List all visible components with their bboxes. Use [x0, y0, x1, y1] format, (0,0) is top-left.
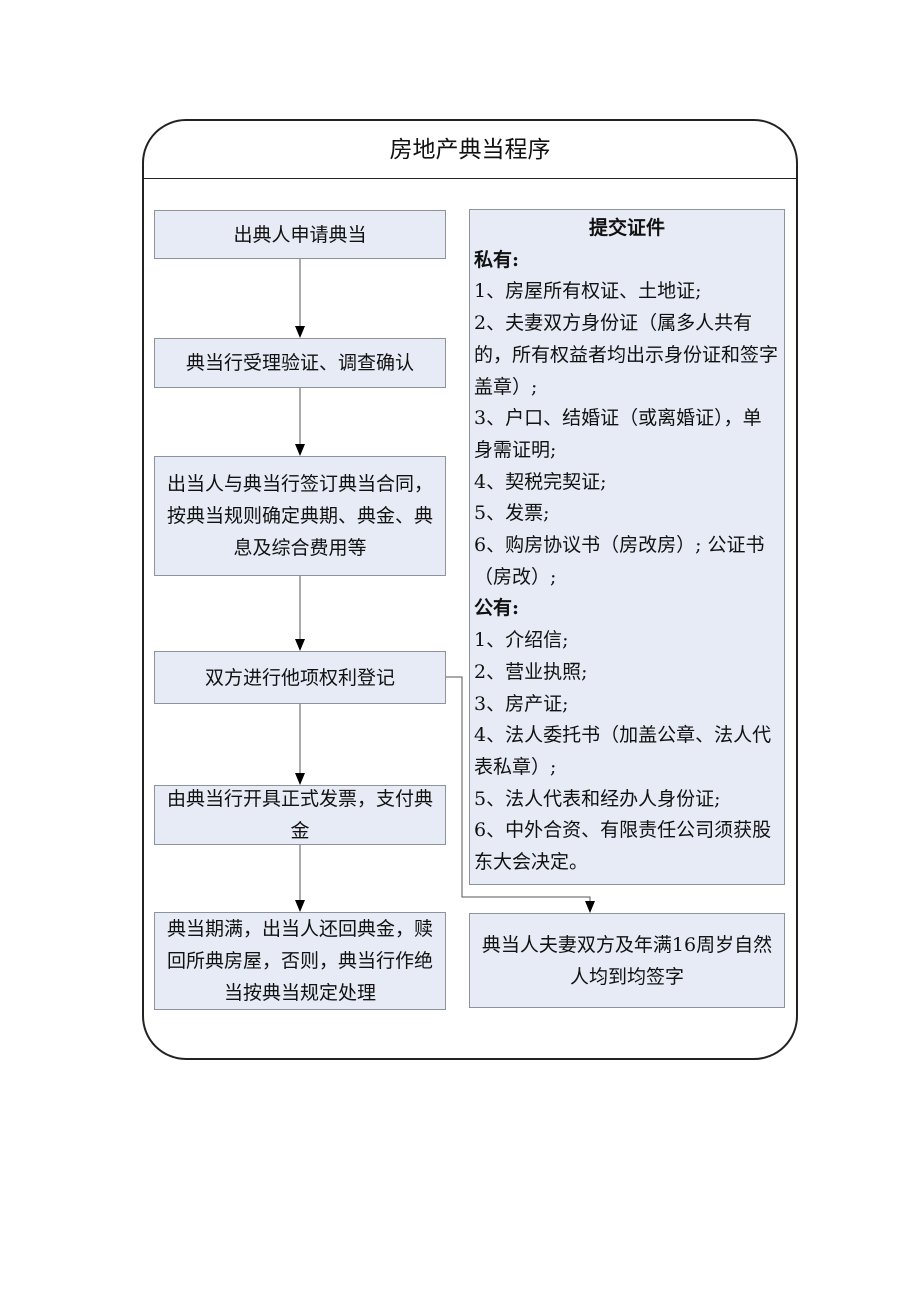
- public-item: 2、营业执照;: [474, 660, 588, 683]
- public-item: 5、法人代表和经办人身份证;: [474, 787, 721, 810]
- private-label: 私有:: [474, 248, 520, 271]
- private-item: 3、户口、结婚证（或离婚证），单身需证明;: [474, 407, 762, 461]
- step-expiry: 典当期满，出当人还回典金，赎回所典房屋，否则，典当行作绝当按典当规定处理: [154, 912, 446, 1010]
- diagram-title: 房地产典当程序: [389, 137, 551, 163]
- step-registration: 双方进行他项权利登记: [154, 651, 446, 704]
- documents-box: 提交证件 私有: 1、房屋所有权证、土地证; 2、夫妻双方身份证（属多人共有的，…: [469, 209, 785, 885]
- step-verify: 典当行受理验证、调查确认: [154, 338, 446, 388]
- documents-heading: 提交证件: [588, 217, 665, 239]
- arrowhead-icon: [585, 901, 595, 913]
- arrow-4-signature: [446, 676, 591, 901]
- public-item: 3、房产证;: [474, 692, 569, 715]
- private-item: 5、发票;: [474, 502, 550, 525]
- arrowhead-icon: [295, 444, 305, 456]
- arrowhead-icon: [295, 773, 305, 785]
- diagram-frame: [142, 119, 798, 1060]
- private-item: 6、购房协议书（房改房）; 公证书（房改）;: [474, 534, 765, 588]
- public-item: 4、法人委托书（加盖公章、法人代表私章）;: [474, 724, 772, 778]
- private-item: 4、契税完契证;: [474, 470, 607, 493]
- arrowhead-icon: [295, 900, 305, 912]
- public-item: 6、中外合资、有限责任公司须获股东大会决定。: [474, 819, 772, 874]
- public-item: 1、介绍信;: [474, 629, 569, 652]
- private-item: 1、房屋所有权证、土地证;: [474, 280, 702, 303]
- title-divider: [142, 178, 798, 179]
- arrowhead-icon: [295, 639, 305, 651]
- public-label: 公有:: [474, 597, 520, 620]
- signature-note-box: 典当人夫妻双方及年满16周岁自然人均到均签字: [469, 913, 785, 1008]
- private-item: 2、夫妻双方身份证（属多人共有的，所有权益者均出示身份证和签字盖章）;: [474, 312, 779, 398]
- step-payment: 由典当行开具正式发票，支付典金: [154, 785, 446, 845]
- step-apply: 出典人申请典当: [154, 210, 446, 259]
- step-contract: 出当人与典当行签订典当合同，按典当规则确定典期、典金、典息及综合费用等: [154, 456, 446, 576]
- arrowhead-icon: [295, 326, 305, 338]
